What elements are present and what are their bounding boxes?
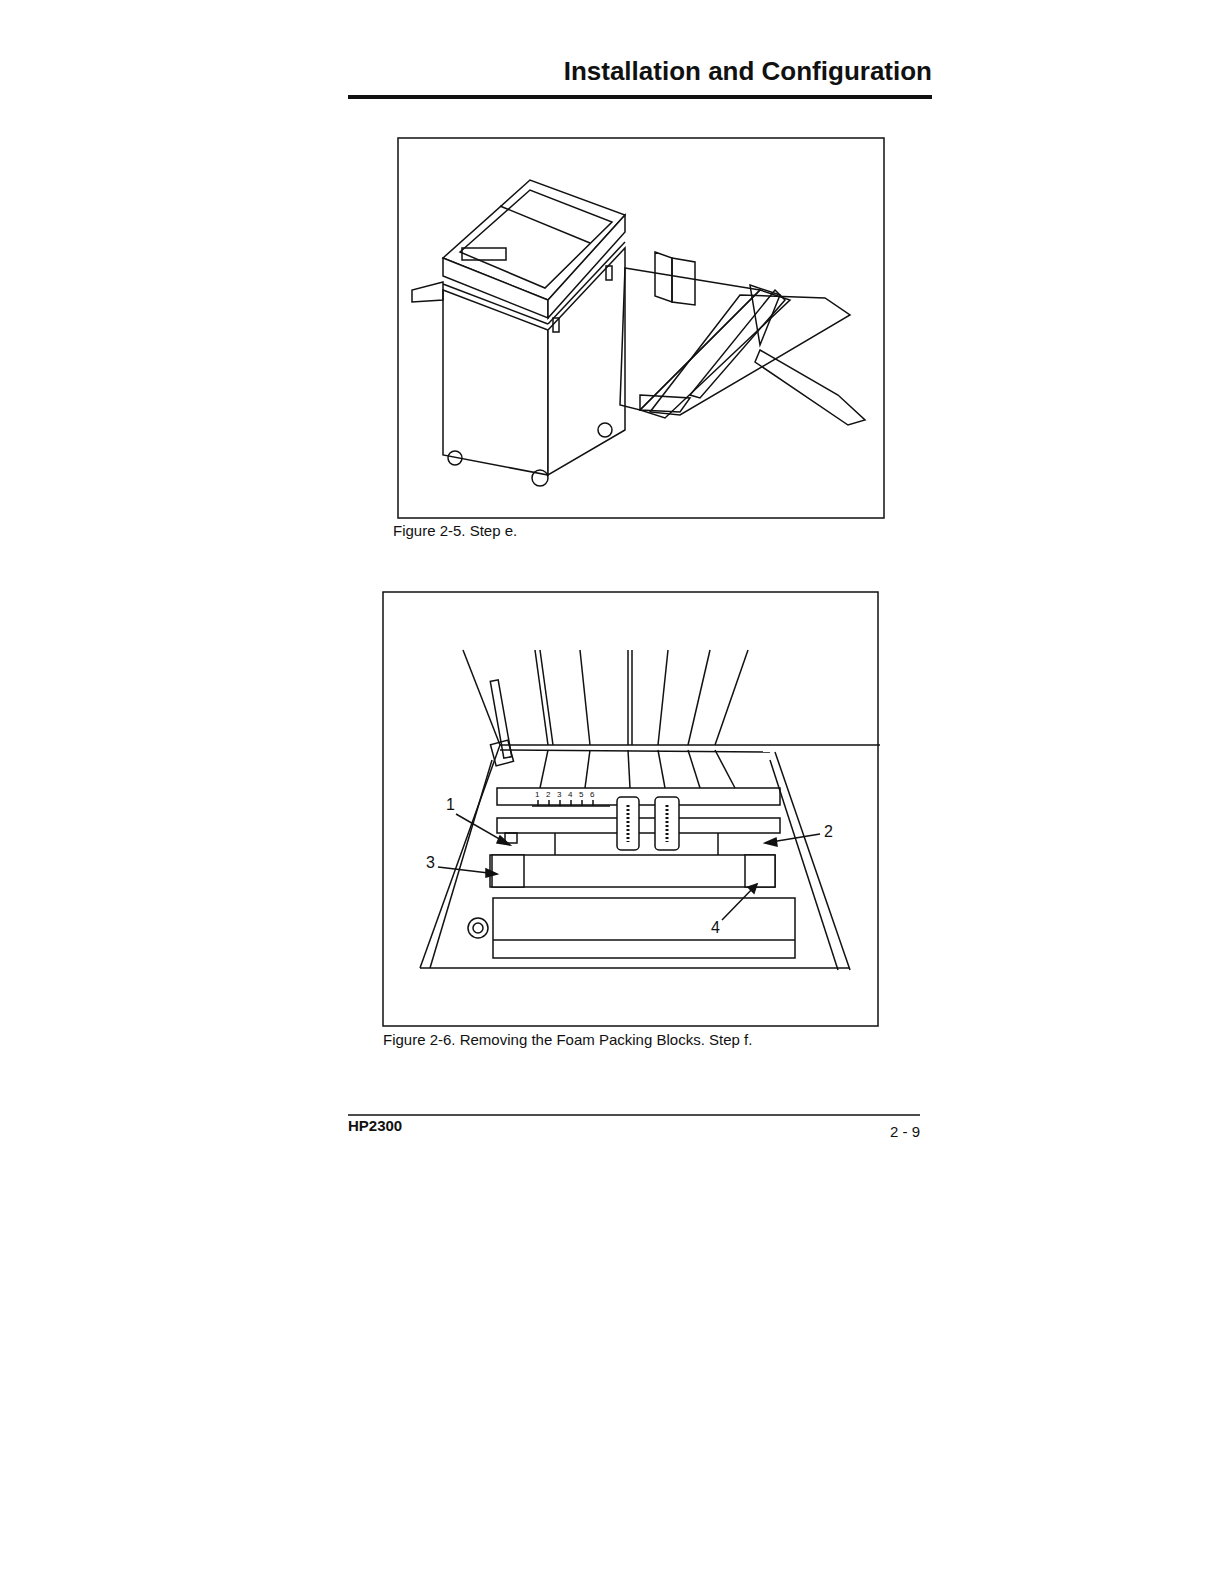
callout-number: 2 [824, 824, 833, 840]
callout-number: 1 [446, 797, 455, 813]
packing-blocks-illustration [383, 592, 880, 1026]
scale-number: 2 [546, 791, 550, 799]
callout-number: 4 [711, 920, 720, 936]
scale-number: 1 [535, 791, 539, 799]
footer-model: HP2300 [348, 1118, 402, 1133]
page-number: 2 - 9 [890, 1124, 920, 1139]
page-title: Installation and Configuration [564, 58, 932, 84]
scale-number: 6 [590, 791, 594, 799]
figure-caption: Figure 2-5. Step e. [393, 523, 517, 538]
scale-number: 5 [579, 791, 583, 799]
scale-number: 3 [557, 791, 561, 799]
scale-number: 4 [568, 791, 572, 799]
callout-number: 3 [426, 855, 435, 871]
printer-illustration [398, 138, 884, 518]
figure-caption: Figure 2-6. Removing the Foam Packing Bl… [383, 1032, 752, 1047]
page-rules [348, 97, 932, 1115]
